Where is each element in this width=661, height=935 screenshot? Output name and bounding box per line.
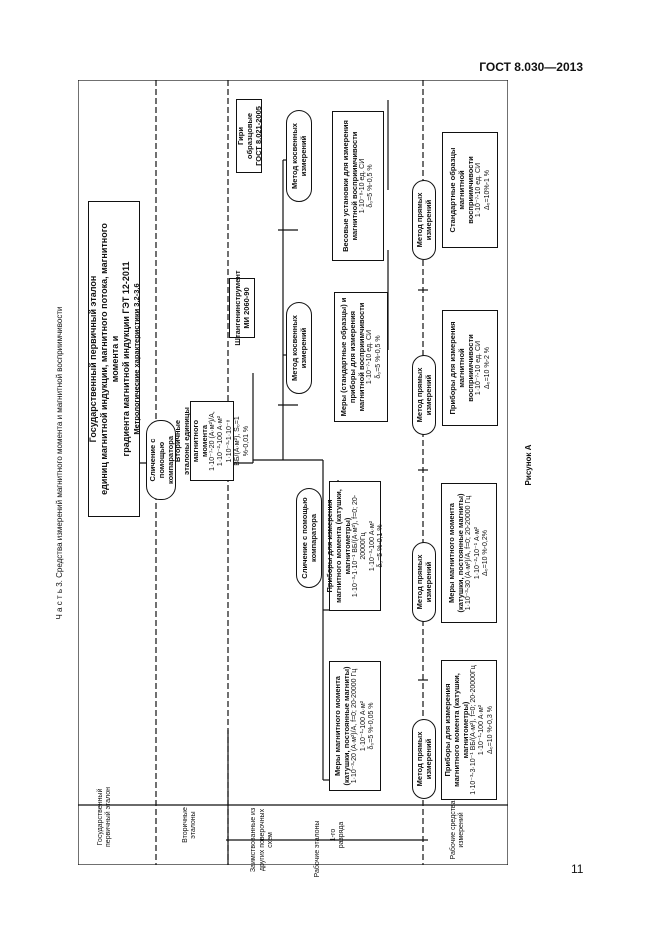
direct-pill-1: Метод прямых измерений [412,719,436,799]
w2-range2: 1·10⁻²-10⁻¹ А·м² [473,526,481,580]
rank1-measures-box: Меры магнитного момента (катушки, постоя… [329,661,381,791]
working-1-box: Приборы для измерения магнитного момента… [441,660,497,800]
w2-delta: Δ₀=10 %-0,2% [482,530,490,576]
rank1-susc-measures-box: Меры (стандартные образцы) и приборы для… [334,292,388,422]
row-label-borrowed: Заимствованные из других поверочных схем [250,807,275,873]
figure-caption: Рисунок А [524,444,534,486]
r1m-range2: 1·10⁻¹-100 А·м² [359,700,367,752]
r1w-delta: δ₀=5 %-0,5 % [367,164,374,208]
w1-range: 1·10⁻³-3·10⁻¹ ВБ/(А·м²), f=0; 20-20000Гц [469,665,477,795]
working-2-box: Меры магнитного момента (катушки, постоя… [441,483,497,623]
r1m-delta: δ₀=5 %-0,05 % [368,702,376,750]
w4-range: 1·10⁻⁷-10 ед. СИ [475,162,483,218]
r1i-range2: 1·10⁻³-100 А·м² [368,520,376,572]
primary-line-3: градиента магнитной индукции ГЭТ 12-2011 [120,261,131,457]
w3-range: 1·10⁻⁷-10 ед. СИ [475,340,483,396]
r1w-range: 1·10⁻⁸-10 ед. СИ [358,158,366,214]
comparator-mid-pill: Сличение с помощью компаратора [296,488,322,588]
direct-pill-2: Метод прямых измерений [412,542,436,622]
secondary-range: 1·10⁻⁷-20 (А·м²)/А, 1·10⁻²-100 А·м² [209,411,225,471]
r1w-title: Весовые установки для измерения магнитно… [340,120,359,252]
r1s-title: Меры (стандартные образцы) и приборы для… [339,297,367,417]
part-title: Ч а с т ь 3. Средства измерений магнитно… [55,306,65,620]
indirect-pill-1: Метод косвенных измерений [286,302,312,394]
row-label-working: Рабочие эталоны [313,820,321,878]
w2-range: 1·10⁻³-30 (А·м²)/А, f=0; 20-20000 Гц [465,495,473,611]
r1m-range: 1·10⁻³-20 (А·м²)/А, f=0; 20-20000 Гц [351,668,359,784]
working-4-box: Стандартные образцы магнитной восприимчи… [442,132,498,248]
r1s-range: 1·10⁻⁷-10 ед. СИ [366,329,374,385]
w3-delta: Δ₀=10 %-2 % [483,346,491,390]
secondary-unc: 1·10⁻³-1·10⁻⁸ ВБ/(А·м²), S₀=1 %-0,01 % [225,416,250,466]
row-label-primary: Государственный первичный эталон [96,787,112,847]
r1m-title: Меры магнитного момента (катушки, постоя… [333,666,352,786]
row-label-instruments: Рабочие средства измерений [449,800,465,860]
standard-header: ГОСТ 8.030—2013 [479,60,583,74]
primary-line-4: Метрологические характеристики 3.2-3.6 [131,283,141,435]
direct-pill-4: Метод прямых измерений [412,180,436,260]
w4-delta: Δ₀=10%-1 % [483,169,491,211]
verification-diagram: Государственный первичный эталон Вторичн… [78,80,508,877]
secondary-title: Вторичные эталоны единицы магнитного мом… [173,407,210,475]
r1i-title: Приборы для измерения магнитного момента… [324,489,352,603]
w4-title: Стандартные образцы магнитной восприимчи… [448,147,476,233]
working-3-box: Приборы для измерения магнитной восприим… [442,310,498,426]
rank1-weigh-box: Весовые установки для измерения магнитно… [332,111,384,261]
secondary-standards-box: Вторичные эталоны единицы магнитного мом… [173,401,250,481]
borrowed-wire-box: Штангенинструмент МИ 2060-90 [229,270,255,346]
w3-title: Приборы для измерения магнитной восприим… [448,321,476,415]
primary-line-1: Государственный первичный эталон [88,275,99,443]
r1i-delta: δ₀=5 %-0,1 % [376,524,384,568]
rank1-instruments-box: Приборы для измерения магнитного момента… [325,481,384,611]
row-label-secondary: Вторичные эталоны [181,807,197,843]
indirect-pill-2: Метод косвенных измерений [286,110,312,202]
primary-line-2: единиц магнитной индукции, магнитного по… [99,223,120,495]
page-number: 11 [571,862,584,876]
w1-range2: 1·10⁻¹-100 А·м² [478,704,486,756]
direct-pill-3: Метод прямых измерений [412,355,436,435]
primary-standard-box: Государственный первичный эталон единиц … [88,201,141,517]
r1i-range: 1·10⁻³-1·10⁻¹ ВБ/(А·м²), f=0; 20-20000Гц [351,494,368,598]
w2-title: Меры магнитного момента (катушки, постоя… [447,493,466,613]
w1-title: Приборы для измерения магнитного момента… [442,673,470,787]
r1s-delta: δ₀=5 %-0,5 % [374,335,382,379]
comparator-top-pill: Сличение с помощью компаратора [146,420,176,500]
w1-delta: Δ₀=10 %-0,3 % [486,706,494,754]
borrowed-weights-box: Гири образцовые ГОСТ 8.021-2005 [236,99,263,173]
